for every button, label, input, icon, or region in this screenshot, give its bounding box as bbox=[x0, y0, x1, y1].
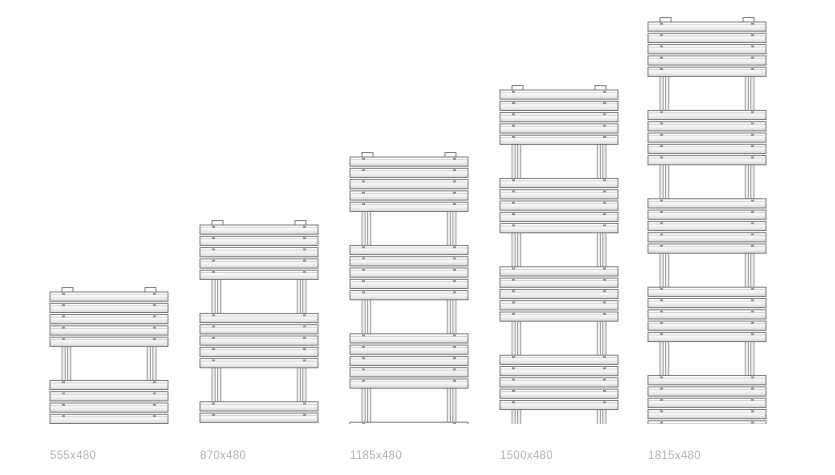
radiator-drawing bbox=[647, 17, 767, 424]
radiator-size-label: 555x480 bbox=[50, 450, 97, 462]
horizontal-tube-bars bbox=[199, 224, 319, 424]
horizontal-tube-bars bbox=[349, 156, 469, 424]
radiator-item[interactable]: 1185x480 bbox=[344, 151, 474, 462]
radiator-drawing bbox=[499, 85, 619, 424]
radiator-item[interactable]: 555x480 bbox=[44, 286, 174, 462]
radiator-drawing bbox=[49, 287, 169, 424]
radiator-item[interactable]: 1500x480 bbox=[494, 84, 624, 462]
radiator-size-label: 1815x480 bbox=[648, 450, 701, 462]
radiator-item[interactable]: 870x480 bbox=[194, 219, 324, 462]
wall-bracket-tabs bbox=[659, 17, 755, 24]
radiator-item[interactable]: 1815x480 bbox=[642, 16, 772, 462]
vertical-pipes bbox=[361, 209, 457, 424]
horizontal-tube-bars bbox=[49, 291, 169, 424]
radiator-drawing bbox=[349, 152, 469, 424]
radiator-drawing bbox=[199, 220, 319, 424]
vertical-pipes bbox=[61, 344, 157, 383]
radiator-size-label: 1500x480 bbox=[500, 450, 553, 462]
radiator-size-label: 870x480 bbox=[200, 450, 247, 462]
radiator-size-label: 1185x480 bbox=[350, 450, 403, 462]
horizontal-tube-bars bbox=[647, 21, 767, 424]
horizontal-tube-bars bbox=[499, 89, 619, 411]
